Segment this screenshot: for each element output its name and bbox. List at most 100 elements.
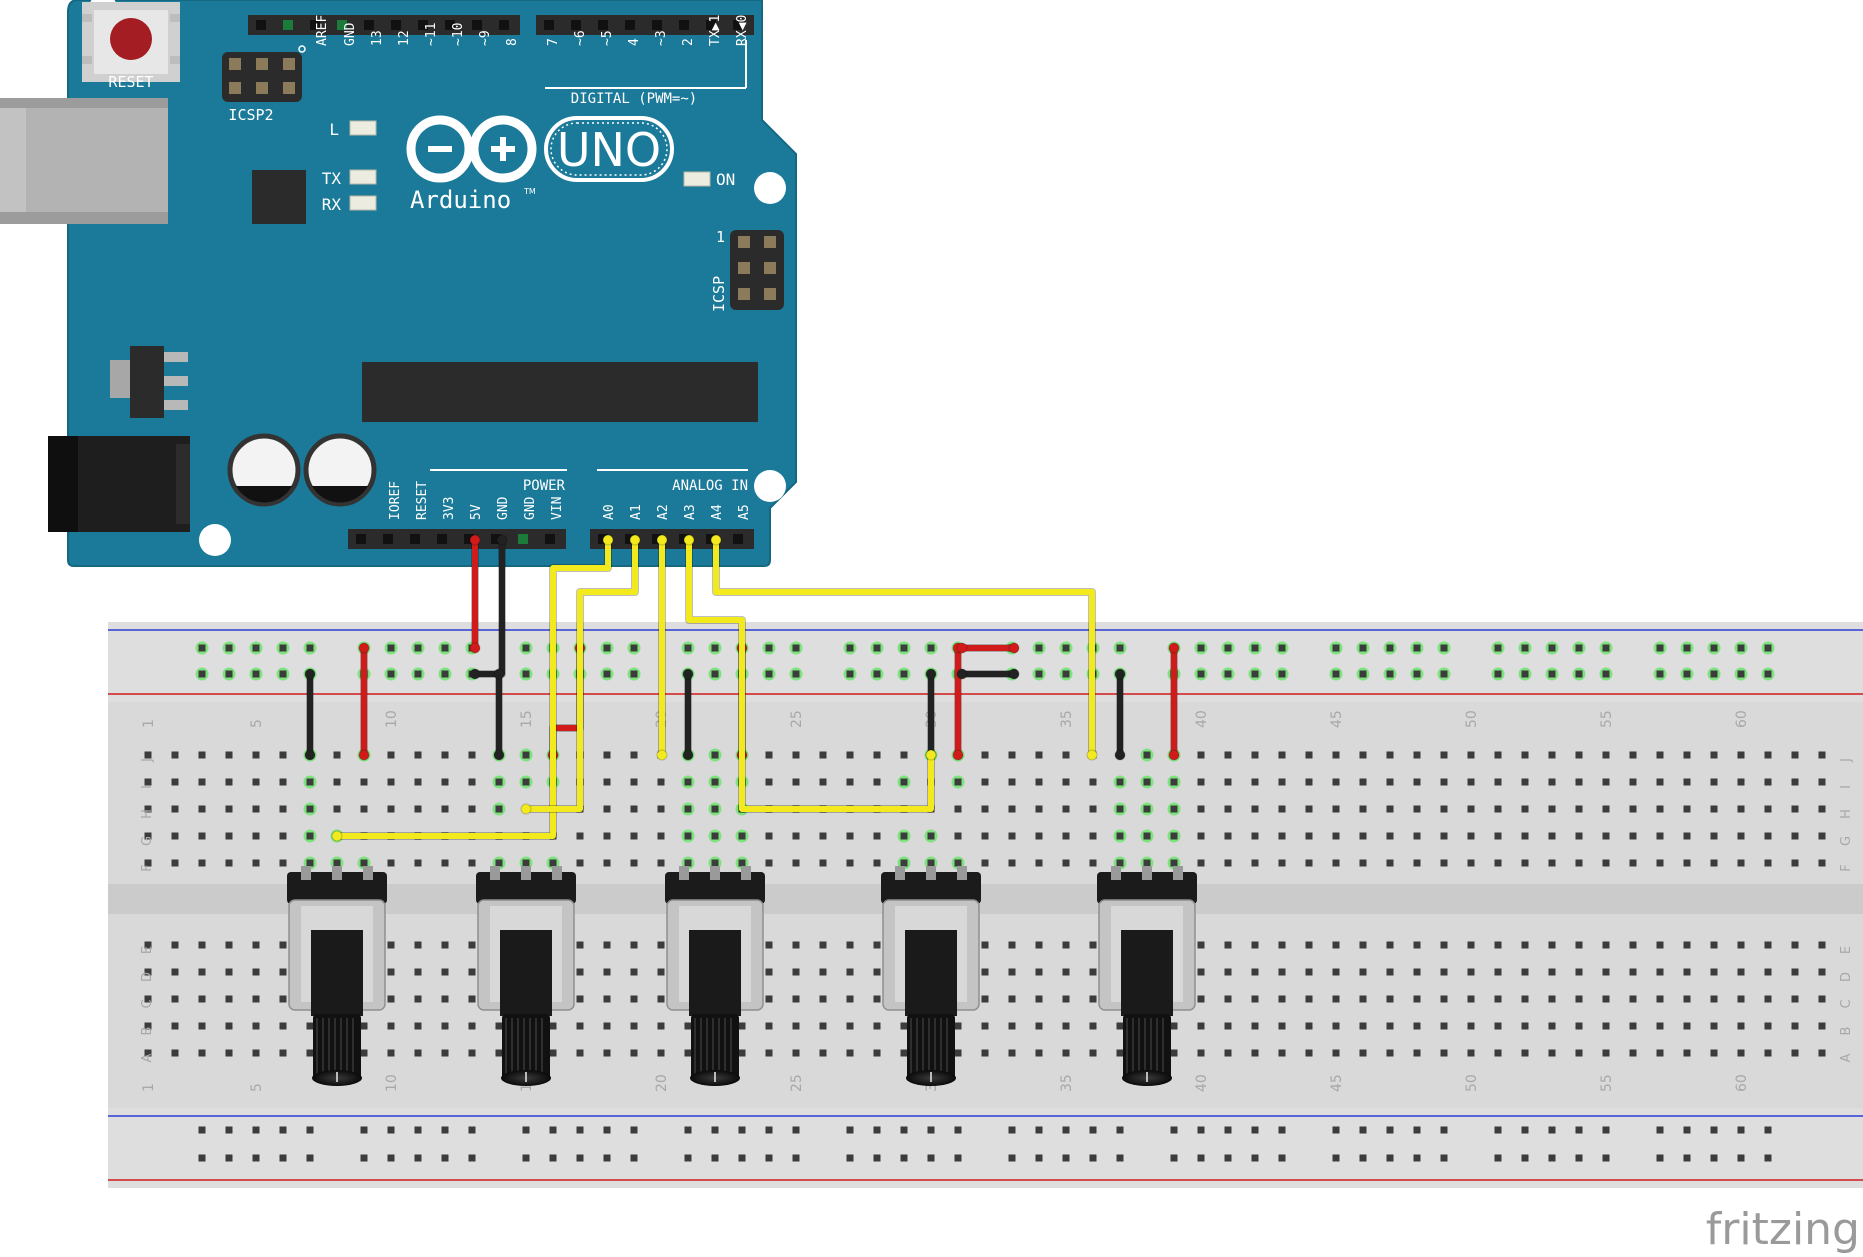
wire-end bbox=[952, 749, 964, 761]
digital-pin-label: 13 bbox=[370, 30, 385, 46]
potentiometer[interactable] bbox=[881, 866, 981, 1086]
row-letter: H bbox=[140, 809, 155, 819]
column-number: 25 bbox=[789, 710, 805, 728]
column-number: 60 bbox=[1734, 710, 1750, 728]
power-pin-label: 5V bbox=[469, 504, 484, 520]
dc-power-jack bbox=[48, 436, 190, 532]
wire-end bbox=[656, 749, 668, 761]
analog-pin-label: A4 bbox=[710, 504, 725, 520]
row-letter: E bbox=[140, 946, 155, 954]
wire-end bbox=[1114, 668, 1126, 680]
power-header-label: POWER bbox=[523, 478, 566, 494]
led-l-label: L bbox=[329, 120, 339, 139]
row-letter: A bbox=[140, 1053, 155, 1062]
digital-pin-label: 12 bbox=[397, 30, 412, 46]
row-letter: E bbox=[1839, 946, 1854, 954]
digital-pin-label: ~6 bbox=[573, 30, 588, 46]
icsp2-label: ICSP2 bbox=[228, 106, 273, 124]
wire-end bbox=[1086, 749, 1098, 761]
wire-end bbox=[331, 830, 343, 842]
column-number: 35 bbox=[1059, 710, 1075, 728]
led-tx bbox=[349, 169, 377, 185]
usb-chip bbox=[252, 170, 306, 224]
wire-end bbox=[629, 534, 641, 546]
wire-end bbox=[493, 668, 505, 680]
a3-signal-wire[interactable] bbox=[686, 537, 934, 812]
wire-end bbox=[304, 749, 316, 761]
digital-header bbox=[248, 15, 754, 35]
a4-signal-wire[interactable] bbox=[713, 537, 1095, 758]
column-number: 15 bbox=[519, 710, 535, 728]
digital-pin-label: GND bbox=[343, 22, 358, 46]
digital-pin-label: 4 bbox=[627, 38, 642, 46]
column-number: 45 bbox=[1329, 710, 1345, 728]
column-number: 5 bbox=[249, 719, 265, 728]
row-letter: I bbox=[1839, 785, 1854, 789]
model-name: UNO bbox=[557, 123, 661, 177]
wire-end bbox=[956, 642, 968, 654]
arduino-logo bbox=[406, 115, 674, 183]
led-rx-label: RX bbox=[322, 195, 342, 214]
analog-pin-label: A1 bbox=[629, 504, 644, 520]
wire-end bbox=[520, 803, 532, 815]
digital-pin-label: ~9 bbox=[478, 30, 493, 46]
potentiometers bbox=[287, 866, 1197, 1086]
digital-pin-label: TX▶1 bbox=[708, 15, 723, 46]
column-number: 60 bbox=[1734, 1074, 1750, 1092]
digital-pin-label: RX◀0 bbox=[735, 15, 750, 46]
icsp-label: ICSP bbox=[710, 276, 728, 312]
wires bbox=[304, 534, 1180, 842]
wire-end bbox=[469, 642, 481, 654]
column-number: 10 bbox=[384, 1074, 400, 1092]
microcontroller-chip bbox=[362, 362, 758, 422]
row-letter: H bbox=[1839, 809, 1854, 819]
analog-pin-label: A3 bbox=[683, 504, 698, 520]
column-number: 55 bbox=[1599, 1074, 1615, 1092]
wire-end bbox=[683, 534, 695, 546]
wire-end bbox=[682, 668, 694, 680]
led-on bbox=[683, 171, 711, 187]
analog-header-label: ANALOG IN bbox=[672, 478, 748, 494]
voltage-regulator bbox=[110, 346, 188, 418]
column-number: 50 bbox=[1464, 1074, 1480, 1092]
column-number: 55 bbox=[1599, 710, 1615, 728]
wire-end bbox=[656, 534, 668, 546]
arduino-uno-board: RESET ICSP2 L TX RX ON UNO Arduin bbox=[0, 0, 797, 567]
wire-end bbox=[1168, 749, 1180, 761]
wire-end bbox=[469, 534, 481, 546]
column-number: 1 bbox=[141, 719, 157, 728]
row-letter: J bbox=[140, 758, 155, 763]
wire-end bbox=[682, 749, 694, 761]
row-letter: A bbox=[1839, 1053, 1854, 1062]
reset-button[interactable] bbox=[82, 2, 180, 82]
a1-signal-wire[interactable] bbox=[523, 537, 638, 812]
wire-end bbox=[496, 534, 508, 546]
wire-end bbox=[602, 534, 614, 546]
a0-signal-wire[interactable] bbox=[334, 537, 611, 839]
led-tx-label: TX bbox=[322, 169, 342, 188]
analog-pin-label: A2 bbox=[656, 504, 671, 520]
row-letter: J bbox=[1839, 758, 1854, 763]
wire-end bbox=[1114, 749, 1126, 761]
column-number: 40 bbox=[1194, 710, 1210, 728]
digital-pin-label: AREF bbox=[315, 15, 330, 46]
analog-header bbox=[590, 529, 754, 549]
row-letter: I bbox=[140, 785, 155, 789]
row-letter: D bbox=[140, 972, 155, 982]
power-header bbox=[348, 529, 566, 549]
capacitor-1 bbox=[227, 433, 301, 507]
icsp-header bbox=[730, 230, 784, 310]
digital-header-label: DIGITAL (PWM=~) bbox=[571, 91, 697, 107]
column-number: 45 bbox=[1329, 1074, 1345, 1092]
row-letter: F bbox=[1839, 864, 1854, 871]
wire-end bbox=[710, 534, 722, 546]
potentiometer[interactable] bbox=[287, 866, 387, 1086]
wire-end bbox=[1008, 668, 1020, 680]
potentiometer[interactable] bbox=[476, 866, 576, 1086]
column-number: 1 bbox=[141, 1083, 157, 1092]
column-number: 5 bbox=[249, 1083, 265, 1092]
potentiometer[interactable] bbox=[1097, 866, 1197, 1086]
potentiometer[interactable] bbox=[665, 866, 765, 1086]
power-pin-label: VIN bbox=[550, 497, 565, 520]
